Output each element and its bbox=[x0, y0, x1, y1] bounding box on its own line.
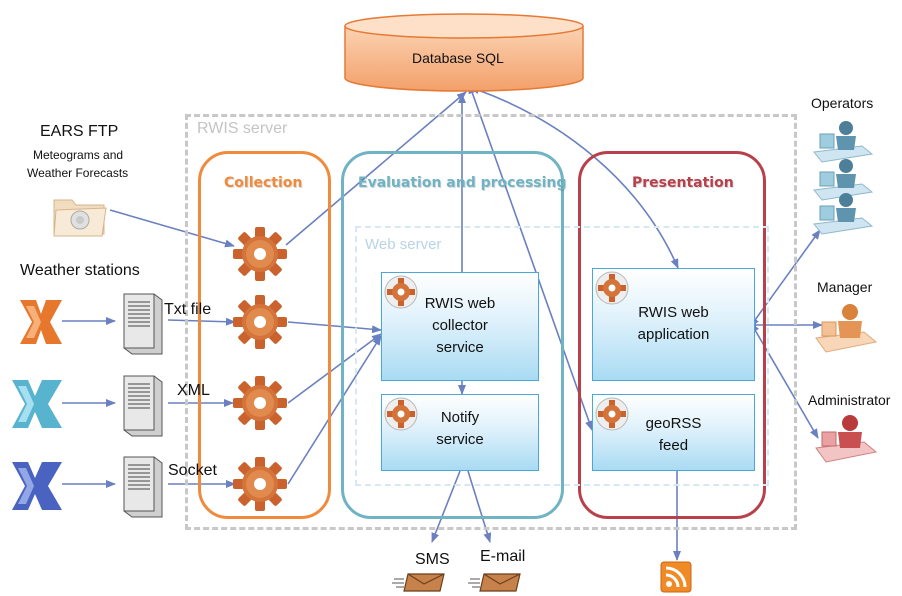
gear-icon bbox=[595, 397, 629, 431]
gear-icon bbox=[384, 397, 418, 431]
manager-icon bbox=[815, 304, 878, 353]
gear-icon bbox=[384, 275, 418, 309]
georss-line-1: geoRSS bbox=[645, 415, 702, 432]
arrow-txt-to-gear bbox=[167, 317, 236, 326]
collector-line-1: RWIS web bbox=[424, 295, 496, 312]
web-server-frame bbox=[355, 226, 769, 486]
georss-line-2: feed bbox=[658, 437, 689, 454]
weather-station-icon bbox=[12, 380, 62, 428]
app-line-2: application bbox=[637, 326, 710, 343]
server-icon bbox=[123, 293, 163, 355]
collector-line-2: collector bbox=[432, 317, 488, 334]
manager-label: Manager bbox=[817, 279, 873, 295]
web-server-label: Web server bbox=[365, 236, 442, 253]
arrow-gear3-to-collector bbox=[287, 333, 382, 404]
ears-title: EARS FTP bbox=[40, 123, 119, 140]
operators-label: Operators bbox=[811, 95, 874, 111]
weather-stations-label: Weather stations bbox=[20, 262, 140, 279]
weather-station-icon bbox=[12, 462, 62, 510]
ears-subtitle-2: Weather Forecasts bbox=[27, 166, 129, 180]
gear-icon bbox=[595, 271, 629, 305]
email-label: E-mail bbox=[480, 548, 526, 565]
gear-icon bbox=[233, 457, 287, 511]
gear-icon bbox=[233, 227, 287, 281]
database-label: Database SQL bbox=[412, 50, 504, 66]
arrow-ears-to-gear bbox=[109, 209, 235, 248]
weather-station-icon bbox=[20, 300, 62, 344]
presentation-title: Presentation bbox=[632, 175, 734, 191]
administrator-label: Administrator bbox=[808, 392, 891, 408]
arrow-notify-to-sms bbox=[431, 470, 461, 543]
database-icon bbox=[344, 13, 584, 92]
txt-file-label: Txt file bbox=[164, 301, 212, 318]
notify-service-box: Notify service bbox=[381, 394, 539, 471]
server-icon bbox=[123, 456, 163, 518]
rss-icon bbox=[660, 561, 692, 593]
socket-label: Socket bbox=[168, 462, 217, 479]
arrow-db-to-georss bbox=[468, 83, 593, 431]
arrow-notify-to-email bbox=[467, 470, 492, 543]
arrow-gear2-to-collector bbox=[287, 321, 382, 334]
envelope-icon bbox=[468, 573, 521, 592]
rwis-server-label: RWIS server bbox=[197, 120, 288, 137]
xml-label: XML bbox=[177, 382, 210, 399]
arrow-gear1-to-db bbox=[285, 91, 467, 246]
evaluation-panel bbox=[341, 151, 564, 519]
gear-icon bbox=[233, 376, 287, 430]
collection-title: Collection bbox=[224, 175, 303, 191]
presentation-panel bbox=[578, 151, 766, 519]
ears-subtitle-1: Meteograms and bbox=[33, 148, 124, 162]
envelope-icon bbox=[392, 573, 445, 592]
evaluation-title: Evaluation and processing bbox=[358, 175, 567, 191]
notify-line-2: service bbox=[436, 431, 484, 448]
rwis-server-frame bbox=[185, 114, 797, 530]
collector-line-3: service bbox=[436, 339, 484, 356]
collection-panel bbox=[198, 151, 331, 519]
ftp-folder-icon bbox=[53, 199, 107, 237]
server-icon bbox=[123, 375, 163, 437]
arrow-gear4-to-collector bbox=[287, 335, 382, 485]
administrator-icon bbox=[815, 415, 878, 463]
app-line-1: RWIS web bbox=[638, 304, 709, 321]
gear-icon bbox=[233, 295, 287, 349]
sms-label: SMS bbox=[415, 551, 450, 568]
operators-icon bbox=[813, 121, 874, 235]
notify-line-1: Notify bbox=[440, 409, 480, 426]
